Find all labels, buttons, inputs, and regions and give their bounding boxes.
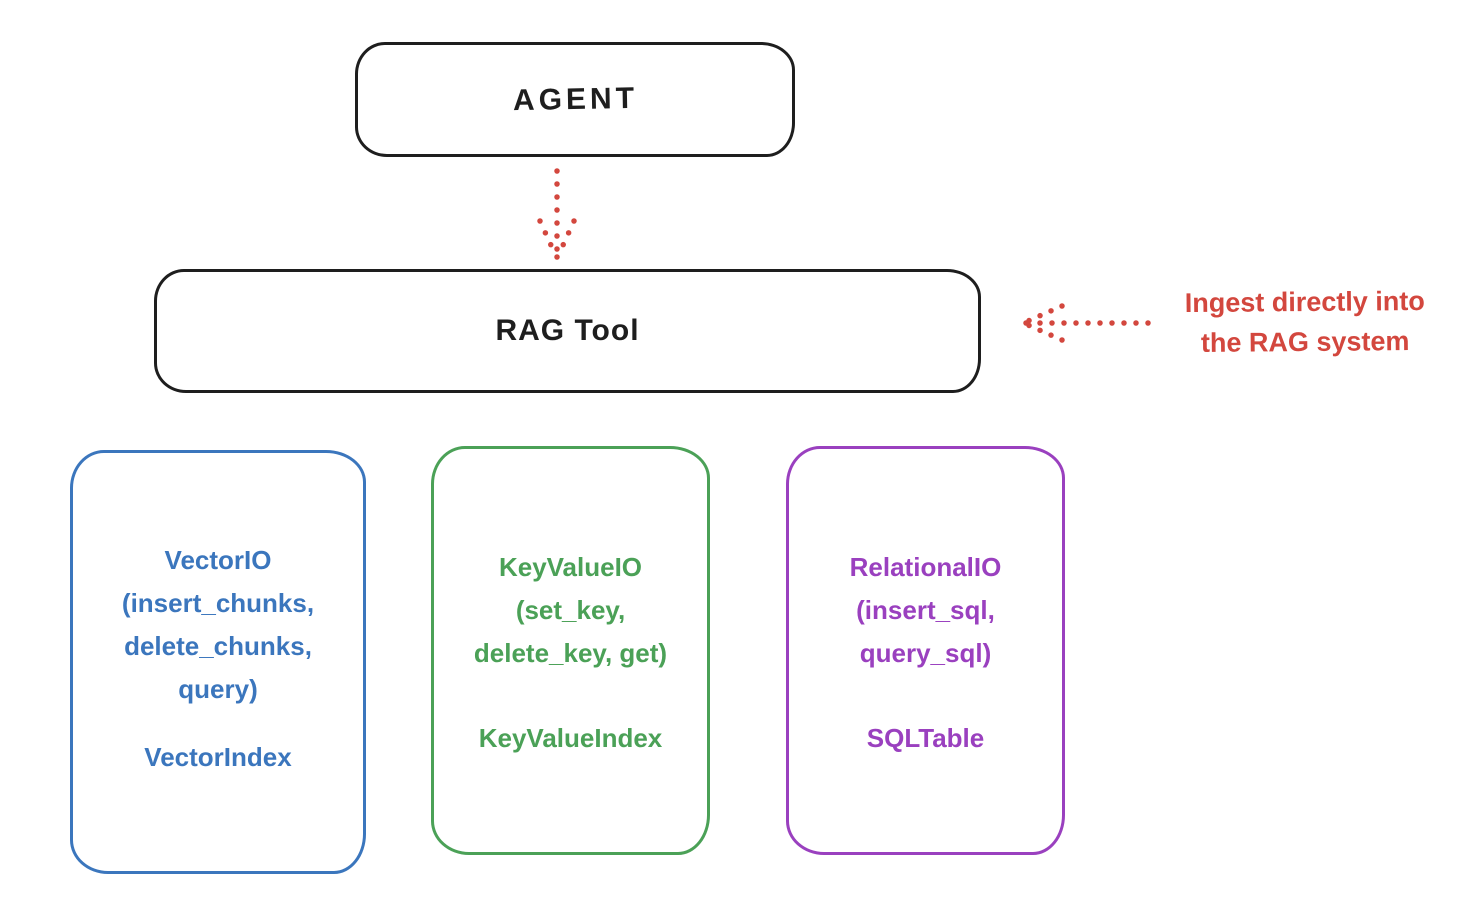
keyvalue-index-label: KeyValueIndex [478,723,663,753]
relational-io-methods-line2: query_sql) [859,638,992,668]
rag-tool-box: RAG Tool [154,269,981,393]
ingest-annotation: Ingest directly into the RAG system [1125,280,1484,363]
keyvalue-io-methods-line1: (set_key, [515,595,626,625]
keyvalue-io-title: KeyValueIO [498,552,643,582]
vector-io-methods-line2: delete_chunks, [124,631,312,661]
relational-io-title: RelationalIO [849,552,1002,582]
agent-label: AGENT [512,81,638,117]
vector-io-methods-line3: query) [178,674,258,704]
vector-index-label: VectorIndex [144,742,292,772]
vector-io-box: VectorIO (insert_chunks, delete_chunks, … [70,450,366,874]
vector-io-title: VectorIO [164,545,272,575]
agent-to-rag-arrow [537,168,577,260]
sql-table-label: SQLTable [866,723,985,753]
agent-box: AGENT [355,42,795,157]
relational-io-methods-line1: (insert_sql, [856,595,995,625]
vector-io-methods-line1: (insert_chunks, [121,588,315,618]
relational-io-box: RelationalIO (insert_sql, query_sql) SQL… [786,446,1065,855]
rag-tool-label: RAG Tool [495,314,640,347]
ingest-annotation-line1: Ingest directly into [1184,285,1425,319]
keyvalue-io-box: KeyValueIO (set_key, delete_key, get) Ke… [431,446,710,855]
ingest-annotation-line2: the RAG system [1200,326,1410,358]
keyvalue-io-methods-line2: delete_key, get) [473,638,668,668]
